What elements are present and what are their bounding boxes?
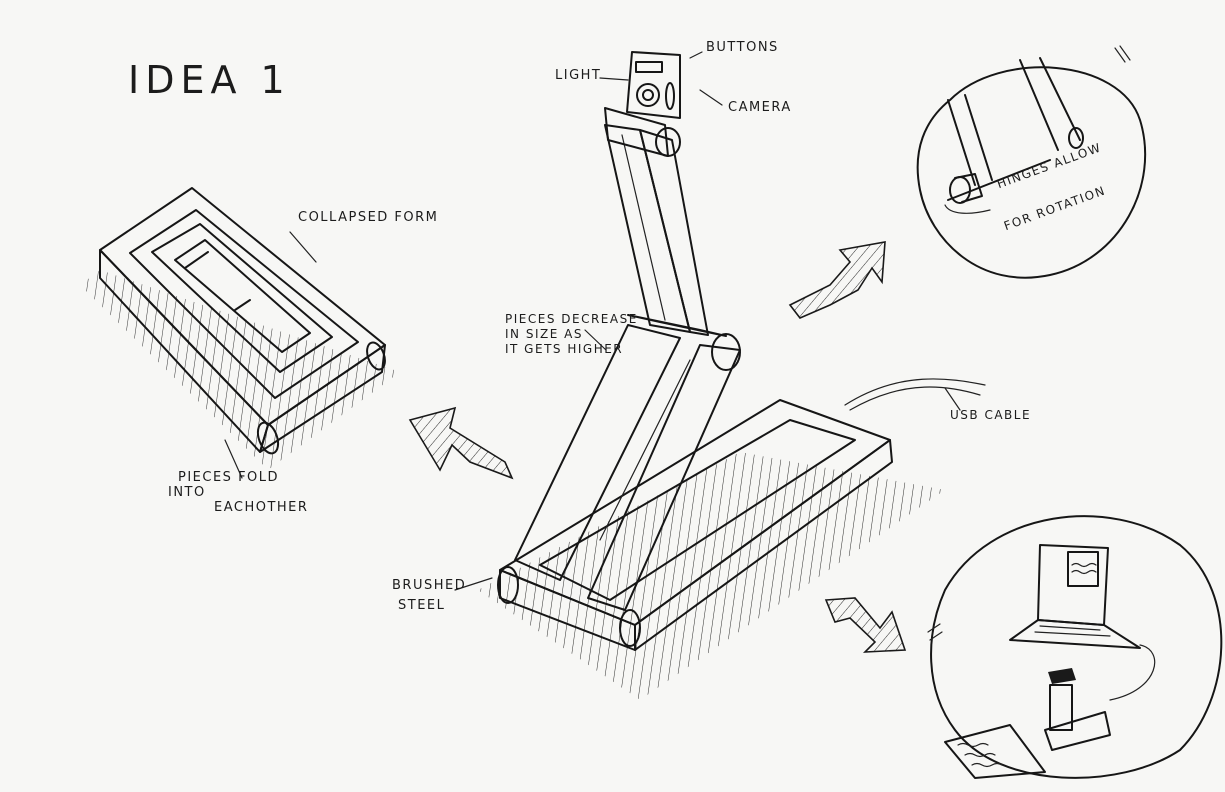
- stand-shadow: [478, 452, 945, 700]
- pieces-fold-label-line2: INTO: [168, 485, 206, 500]
- camera-label: CAMERA: [728, 100, 792, 115]
- page-title: IDEA 1: [128, 58, 291, 102]
- buttons-label: BUTTONS: [706, 40, 779, 55]
- document-paper: [944, 724, 1046, 779]
- usage-scene-bubble: [927, 515, 1223, 779]
- main-stand-sketch: [454, 51, 986, 700]
- arrow-lower-right: [824, 597, 907, 653]
- arrow-upper-right: [788, 241, 886, 319]
- steel-label: STEEL: [398, 598, 446, 613]
- pieces-fold-label-line3: EACHOTHER: [214, 500, 309, 515]
- pieces-decrease-label-line3: IT GETS HIGHER: [505, 342, 624, 356]
- arrow-left: [408, 406, 514, 480]
- light-label: LIGHT: [555, 68, 602, 83]
- camera-head: [626, 51, 681, 119]
- upper-arm: [604, 124, 691, 333]
- pieces-decrease-label-line1: PIECES DECREASE: [505, 312, 638, 326]
- pieces-fold-label-line1: PIECES FOLD: [178, 470, 280, 485]
- brushed-label: BRUSHED: [392, 578, 467, 593]
- collapsed-form-sketch: [80, 187, 400, 479]
- hinge-detail-bubble: [916, 45, 1147, 279]
- collapsed-form-shadow: [80, 270, 400, 470]
- lower-arm: [514, 324, 681, 581]
- collapsed-form-label: COLLAPSED FORM: [298, 210, 439, 225]
- pieces-decrease-label-line2: IN SIZE AS: [505, 327, 583, 341]
- usb-cable-label: USB CABLE: [950, 408, 1032, 422]
